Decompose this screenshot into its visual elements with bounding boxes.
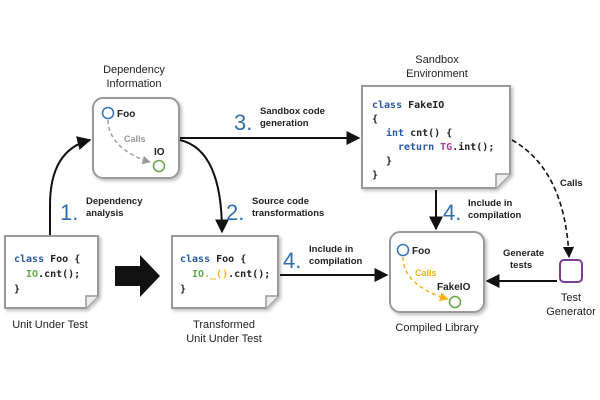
sandbox-title-2: Environment <box>406 68 468 80</box>
step3-number: 3. <box>234 110 252 135</box>
io-node-icon <box>152 159 166 173</box>
unit-under-test-caption: Unit Under Test <box>12 319 88 331</box>
compiled-calls-label: Calls <box>415 268 437 278</box>
dependency-foo-label: Foo <box>117 109 135 120</box>
fakeio-node-icon <box>448 295 462 309</box>
unit-under-test-page-fold <box>85 295 98 308</box>
compiled-fakeio-label: FakeIO <box>437 282 471 293</box>
uut-code-line3: } <box>14 284 20 295</box>
edge-dependency-analysis <box>49 136 92 235</box>
sandbox-code-line3: int cnt() { <box>386 127 452 139</box>
edge-source-transformations <box>179 139 229 234</box>
sandbox-code-line6: } <box>372 170 378 181</box>
test-generator-caption-2: Generator <box>546 306 596 318</box>
compiled-library-box <box>389 231 485 313</box>
sandbox-code-line2: { <box>372 114 378 125</box>
sandbox-code-line5: } <box>386 156 392 167</box>
dependency-info-title-2: Information <box>106 78 161 90</box>
compiled-foo-node-icon <box>396 243 410 257</box>
generate-tests-label-1: Generate <box>503 248 544 259</box>
tuut-code-line2: IO._().cnt(); <box>192 269 270 280</box>
step3-label-2: generation <box>260 118 309 129</box>
sandbox-code-line1: class FakeIO <box>372 100 444 111</box>
step4b-label-2: compilation <box>468 210 522 221</box>
dependency-calls-label: Calls <box>124 134 146 144</box>
test-generator-caption-1: Test <box>561 292 581 304</box>
step3-label-1: Sandbox code <box>260 106 325 117</box>
dependency-io-label: IO <box>154 147 165 158</box>
step4a-number: 4. <box>283 248 301 273</box>
transformed-caption-1: Transformed <box>193 319 255 331</box>
step2-label-2: transformations <box>252 208 324 219</box>
step2-number: 2. <box>226 200 244 225</box>
generate-tests-label-2: tests <box>510 260 532 271</box>
step4b-number: 4. <box>443 200 461 225</box>
step1-label-2: analysis <box>86 208 124 219</box>
step4b-label-1: Include in <box>468 198 513 209</box>
sandbox-code-line4: return TG.int(); <box>398 141 494 153</box>
transformed-uut-page-fold <box>265 295 278 308</box>
uut-code-line1: class Foo { <box>14 254 80 265</box>
sandbox-title-1: Sandbox <box>415 54 459 66</box>
transformed-caption-2: Unit Under Test <box>186 333 262 345</box>
tuut-code-line1: class Foo { <box>180 254 246 265</box>
test-generator-icon <box>559 259 583 283</box>
dependency-info-box <box>92 97 180 179</box>
big-transform-arrow-icon <box>115 255 160 297</box>
edge-calls-test-generator <box>511 139 575 259</box>
foo-node-icon <box>101 106 115 120</box>
compiled-library-caption: Compiled Library <box>395 322 479 334</box>
dependency-calls-edge <box>107 119 151 165</box>
dependency-info-title-1: Dependency <box>103 64 165 76</box>
compiled-foo-label: Foo <box>412 246 430 257</box>
step1-label-1: Dependency <box>86 196 143 207</box>
calls-edge-label: Calls <box>560 178 583 189</box>
sandbox-page-fold <box>495 173 510 188</box>
step2-label-1: Source code <box>252 196 309 207</box>
step1-number: 1. <box>60 200 78 225</box>
uut-code-line2: IO.cnt(); <box>26 269 80 280</box>
step4a-label-2: compilation <box>309 256 363 267</box>
tuut-code-line3: } <box>180 284 186 295</box>
step4a-label-1: Include in <box>309 244 354 255</box>
